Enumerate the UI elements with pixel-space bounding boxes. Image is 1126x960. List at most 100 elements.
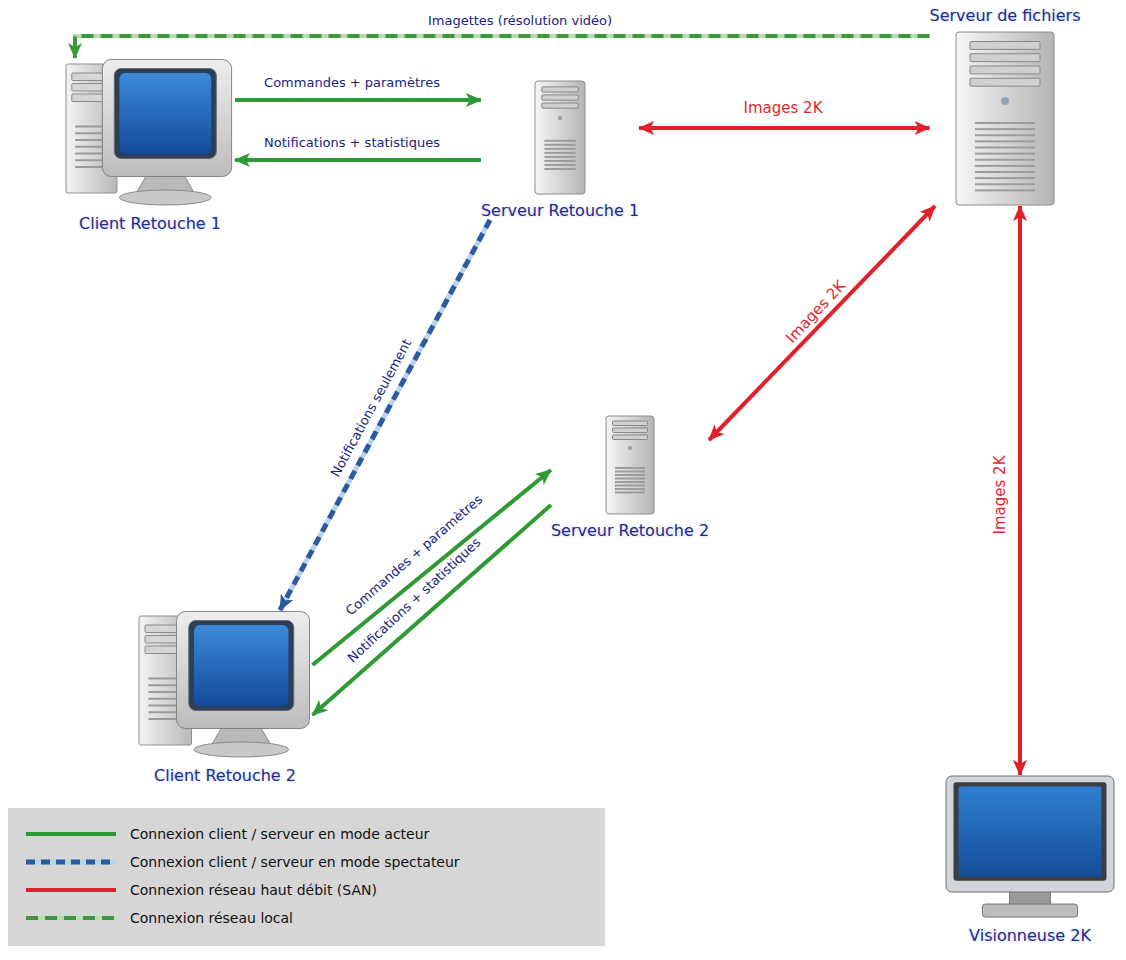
drive-bay (613, 428, 648, 433)
drive-bay (542, 87, 578, 92)
power-button (558, 116, 562, 120)
computer-node: Client Retouche 1 (65, 58, 235, 233)
vent-slot (975, 147, 1035, 149)
vent-slot (75, 139, 106, 141)
vent-slot (975, 122, 1035, 124)
monitor-base (194, 742, 289, 757)
node-label: Visionneuse 2K (969, 926, 1091, 945)
edge-label: Commandes + paramètres (264, 76, 440, 89)
power-button (628, 446, 632, 450)
vent-slot (975, 171, 1035, 173)
server-icon (956, 32, 1054, 205)
vent-slot (75, 153, 106, 155)
monitor-stand (1010, 891, 1051, 906)
legend-box: Connexion client / serveur en mode acteu… (8, 808, 605, 946)
legend-label: Connexion client / serveur en mode spect… (130, 854, 460, 870)
computer-icon (139, 612, 310, 758)
flat-screen-icon (946, 776, 1114, 917)
vent-slot (544, 148, 575, 150)
vent-slot (75, 132, 106, 134)
connector-underlay (75, 36, 930, 58)
node-label: Serveur de fichiers (930, 6, 1081, 25)
node-label: Serveur Retouche 1 (481, 201, 639, 220)
monitor-body (102, 60, 231, 177)
edge-label: Images 2K (784, 278, 849, 346)
legend-row: Connexion réseau local (26, 904, 605, 932)
monitor-screen (119, 73, 211, 154)
connector (75, 36, 930, 58)
server-icon (535, 81, 585, 194)
drive-bay (970, 42, 1040, 50)
legend-sample (26, 828, 116, 840)
drive-bay (542, 103, 578, 108)
connector (709, 206, 935, 440)
node-icon (605, 415, 655, 515)
monitor-base (119, 190, 211, 205)
vent-slot (975, 140, 1035, 142)
vent-slot (975, 177, 1035, 179)
vent-slot (615, 485, 645, 487)
connector (235, 98, 481, 102)
legend-sample-line (26, 888, 116, 892)
vent-slot (148, 684, 180, 686)
connector-group (235, 100, 481, 101)
drive-bay (970, 66, 1040, 74)
vent-slot (615, 492, 645, 494)
vent-slot (544, 168, 575, 170)
connector-group (75, 36, 930, 58)
drive-bay (970, 78, 1040, 86)
monitor-bezel (114, 69, 216, 159)
vent-slot (148, 678, 180, 680)
legend-row: Connexion client / serveur en mode acteu… (26, 820, 605, 848)
vent-slot (544, 156, 575, 158)
vent-slot (544, 140, 575, 142)
monitor-bezel (954, 782, 1107, 881)
computer-icon (66, 60, 232, 206)
legend-label: Connexion client / serveur en mode acteu… (130, 826, 429, 842)
vent-slot (615, 481, 645, 483)
edge-label: Notifications + statistiques (264, 136, 440, 149)
connector-group (709, 206, 935, 440)
vent-slot (148, 705, 180, 707)
vent-slot (75, 126, 106, 128)
server-case (535, 81, 585, 194)
vent-slot (975, 134, 1035, 136)
vent-slot (148, 718, 180, 720)
vent-slot (615, 488, 645, 490)
vent-slot (148, 698, 180, 700)
connector (639, 126, 929, 130)
server-case (956, 32, 1054, 205)
vent-slot (615, 478, 645, 480)
edge-label: Notifications seulement (329, 337, 414, 479)
computer-node: Serveur Retouche 2 (551, 415, 709, 540)
vent-slot (75, 159, 106, 161)
node-icon (945, 775, 1115, 920)
connector-group (1020, 206, 1021, 775)
monitor-body (176, 612, 309, 729)
vent-slot (544, 152, 575, 154)
monitor-bezel (188, 621, 293, 711)
legend-row: Connexion réseau haut débit (SAN) (26, 876, 605, 904)
computer-node: Serveur Retouche 1 (481, 80, 639, 220)
node-icon (534, 80, 586, 195)
drive-bay (542, 95, 578, 100)
connector (313, 470, 551, 665)
vent-slot (615, 474, 645, 476)
computer-node: Client Retouche 2 (138, 610, 313, 785)
drive-bay (970, 54, 1040, 62)
node-icon (65, 58, 235, 208)
vent-slot (975, 159, 1035, 161)
connector-group (313, 470, 551, 665)
server-icon (606, 416, 654, 514)
node-icon (955, 31, 1055, 206)
node-icon (138, 610, 313, 760)
legend-sample-underlay (26, 916, 116, 920)
node-label: Serveur Retouche 2 (551, 521, 709, 540)
vent-slot (544, 160, 575, 162)
vent-slot (615, 471, 645, 473)
vent-slot (975, 189, 1035, 191)
computer-node: Visionneuse 2K (945, 775, 1115, 945)
monitor-base (982, 904, 1077, 917)
vent-slot (148, 691, 180, 693)
